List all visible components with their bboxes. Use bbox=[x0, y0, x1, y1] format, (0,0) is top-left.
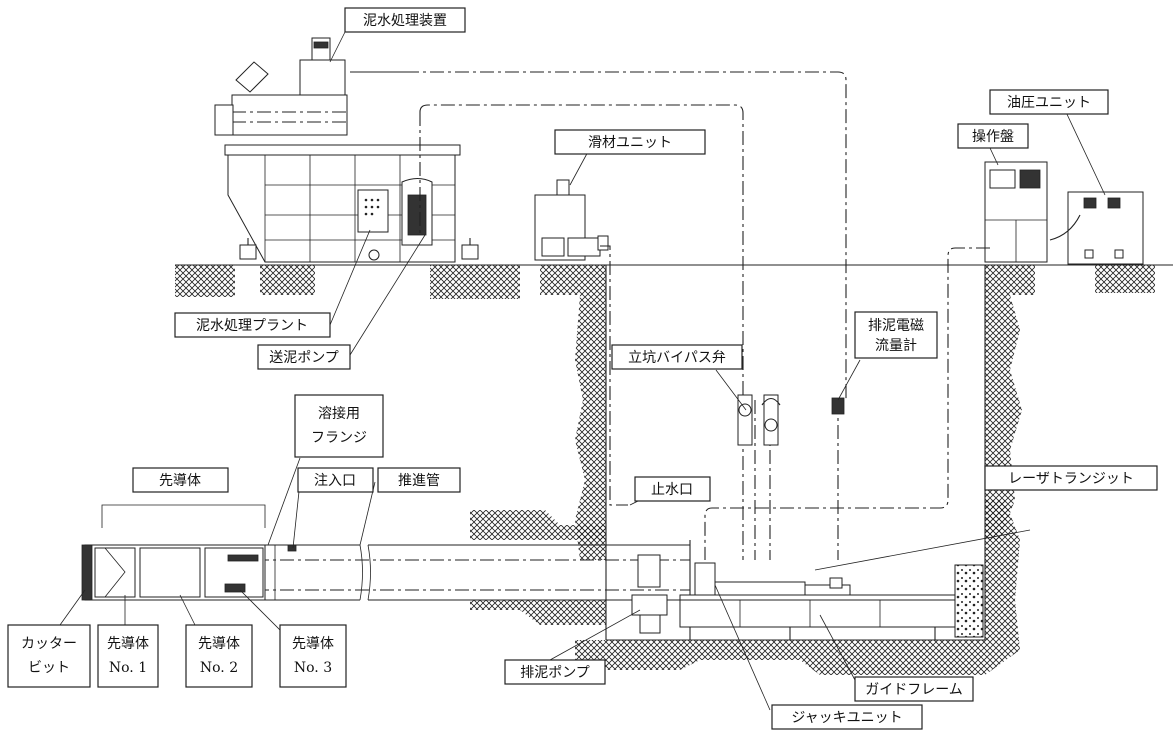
svg-text:先導体: 先導体 bbox=[159, 473, 201, 489]
svg-text:レーザトランジット: レーザトランジット bbox=[1008, 471, 1134, 487]
label-lead-body: 先導体 bbox=[132, 467, 229, 493]
label-lead-no1: 先導体 No. 1 bbox=[97, 624, 159, 688]
shaft-valves bbox=[737, 394, 845, 446]
shaft-equipment bbox=[631, 554, 956, 640]
svg-text:排泥ポンプ: 排泥ポンプ bbox=[520, 665, 590, 681]
mud-treatment-plant bbox=[214, 37, 479, 263]
label-mud-treatment-plant: 泥水処理プラント bbox=[174, 312, 331, 338]
label-laser-transit: レーザトランジット bbox=[984, 465, 1158, 491]
svg-text:先導体: 先導体 bbox=[292, 636, 334, 652]
label-mud-treatment-device: 泥水処理装置 bbox=[344, 7, 466, 33]
svg-text:ジャッキユニット: ジャッキユニット bbox=[791, 710, 902, 726]
svg-text:ガイドフレーム: ガイドフレーム bbox=[865, 682, 963, 698]
label-injection-port: 注入口 bbox=[297, 467, 374, 493]
label-control-panel: 操作盤 bbox=[957, 123, 1029, 149]
svg-text:フランジ: フランジ bbox=[311, 430, 367, 446]
label-guide-frame: ガイドフレーム bbox=[854, 676, 974, 702]
svg-text:No. 3: No. 3 bbox=[294, 660, 332, 676]
svg-text:流量計: 流量計 bbox=[875, 338, 917, 354]
label-cutter-bit: カッター ビット bbox=[7, 624, 91, 688]
svg-text:No. 1: No. 1 bbox=[109, 660, 147, 676]
label-lubricant-unit: 滑材ユニット bbox=[554, 129, 706, 155]
svg-text:送泥ポンプ: 送泥ポンプ bbox=[269, 350, 339, 366]
svg-text:止水口: 止水口 bbox=[651, 482, 693, 498]
svg-text:推進管: 推進管 bbox=[398, 473, 440, 489]
mud-pipelines bbox=[355, 71, 990, 560]
label-discharge-pump: 排泥ポンプ bbox=[504, 659, 606, 685]
svg-text:No. 2: No. 2 bbox=[200, 660, 238, 676]
svg-text:先導体: 先導体 bbox=[198, 636, 240, 652]
label-jacking-pipe: 推進管 bbox=[377, 467, 461, 493]
label-welding-flange: 溶接用 フランジ bbox=[294, 394, 384, 458]
lubricant-unit-equipment bbox=[534, 179, 609, 261]
label-feed-pump: 送泥ポンプ bbox=[257, 344, 351, 370]
label-lead-no3: 先導体 No. 3 bbox=[279, 624, 347, 688]
svg-text:ビット: ビット bbox=[28, 660, 70, 676]
label-hydraulic-unit: 油圧ユニット bbox=[989, 89, 1109, 115]
tunnel-and-machine bbox=[81, 540, 691, 601]
svg-text:立坑バイパス弁: 立坑バイパス弁 bbox=[628, 350, 726, 366]
label-jack-unit: ジャッキユニット bbox=[771, 704, 923, 730]
svg-text:滑材ユニット: 滑材ユニット bbox=[588, 134, 672, 151]
leader-lines bbox=[59, 31, 1106, 711]
control-and-hydraulic-equipment bbox=[984, 161, 1144, 265]
svg-text:油圧ユニット: 油圧ユニット bbox=[1007, 95, 1091, 111]
svg-text:注入口: 注入口 bbox=[314, 473, 356, 489]
label-shaft-bypass-valve: 立坑バイパス弁 bbox=[611, 344, 743, 370]
svg-text:溶接用: 溶接用 bbox=[318, 405, 360, 422]
svg-text:排泥電磁: 排泥電磁 bbox=[868, 318, 924, 334]
svg-text:先導体: 先導体 bbox=[107, 636, 149, 652]
label-lead-no2: 先導体 No. 2 bbox=[185, 624, 253, 688]
label-water-stop: 止水口 bbox=[634, 476, 711, 502]
svg-text:泥水処理装置: 泥水処理装置 bbox=[363, 13, 447, 29]
svg-text:カッター: カッター bbox=[21, 636, 77, 652]
svg-text:泥水処理プラント: 泥水処理プラント bbox=[196, 318, 308, 334]
label-discharge-flowmeter: 排泥電磁 流量計 bbox=[854, 311, 938, 359]
svg-text:操作盤: 操作盤 bbox=[972, 129, 1014, 145]
